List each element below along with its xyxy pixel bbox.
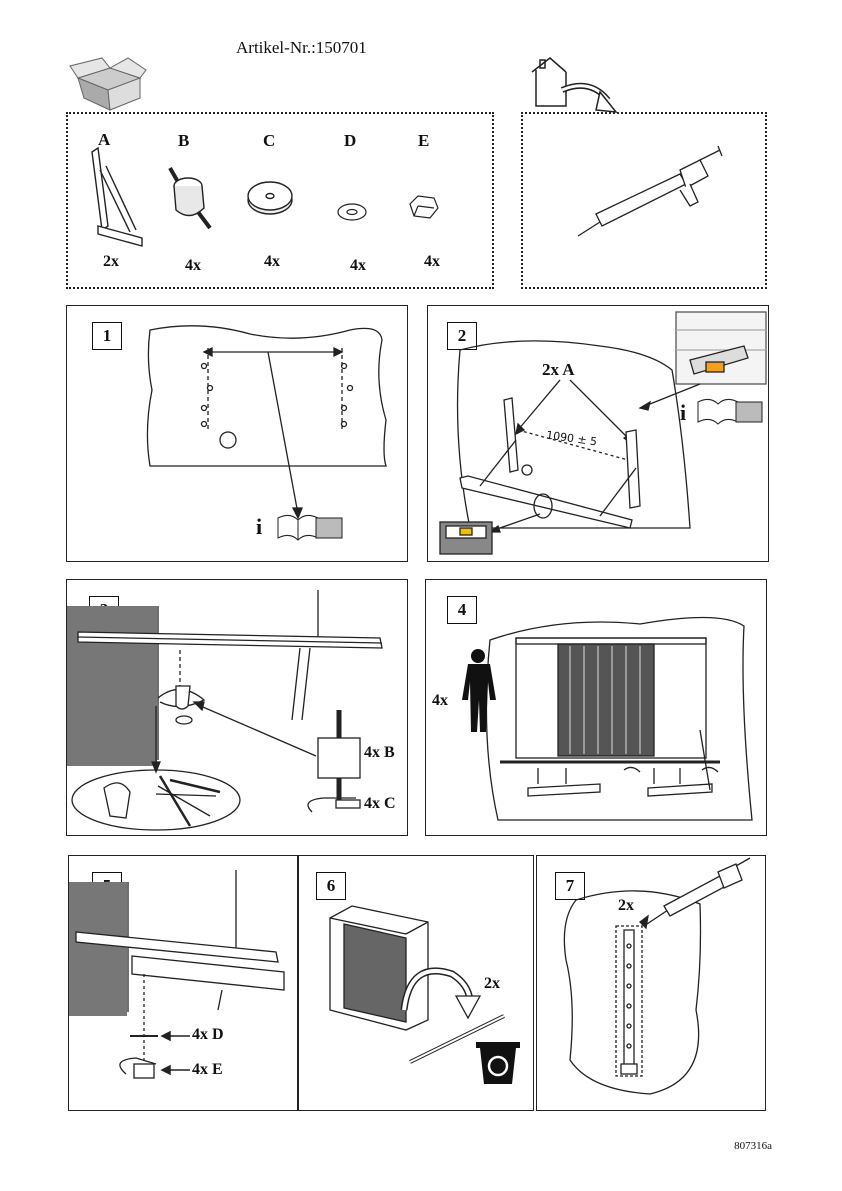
article-number: Artikel-Nr.:150701 bbox=[236, 38, 367, 57]
washer-icon bbox=[337, 203, 367, 221]
part-b-letter: B bbox=[178, 131, 190, 150]
step-2-info-mark: i bbox=[680, 400, 687, 425]
step-4-persons: 4x bbox=[432, 692, 448, 709]
step-2-label: 2x A bbox=[542, 360, 575, 379]
tools-box bbox=[521, 112, 767, 289]
hex-nut-icon bbox=[409, 195, 439, 219]
step-7-qty: 2x bbox=[618, 897, 634, 914]
part-a-letter: A bbox=[98, 130, 111, 149]
part-d-letter: D bbox=[344, 131, 357, 150]
step-6-qty: 2x bbox=[484, 975, 500, 992]
part-c-letter: C bbox=[263, 131, 276, 150]
step-6-number: 6 bbox=[316, 872, 346, 900]
part-a-qty: 2x bbox=[103, 253, 119, 270]
part-b-qty: 4x bbox=[185, 257, 201, 274]
step-1-panel bbox=[66, 305, 408, 562]
step-1-number: 1 bbox=[92, 322, 122, 350]
part-d-qty: 4x bbox=[350, 257, 366, 274]
person-icon bbox=[462, 649, 496, 732]
step-5-label-d: 4x D bbox=[192, 1026, 224, 1043]
step-7-number: 7 bbox=[555, 872, 585, 900]
recycle-bin-icon bbox=[476, 1042, 520, 1084]
part-c-qty: 4x bbox=[264, 253, 280, 270]
step-4-number: 4 bbox=[447, 596, 477, 624]
step-2-number: 2 bbox=[447, 322, 477, 350]
step-5-label-e: 4x E bbox=[192, 1061, 223, 1078]
parts-list-box bbox=[66, 112, 494, 289]
wall-bracket-icon bbox=[91, 146, 143, 247]
step-3-label-c: 4x C bbox=[364, 795, 396, 812]
part-e-qty: 4x bbox=[424, 253, 440, 270]
vibration-damper-icon bbox=[168, 167, 212, 230]
document-code: 807316a bbox=[734, 1140, 772, 1152]
step-3-label-b: 4x B bbox=[364, 744, 395, 761]
part-e-letter: E bbox=[418, 131, 430, 150]
rubber-disc-icon bbox=[247, 181, 293, 215]
step-1-info-mark: i bbox=[256, 514, 263, 539]
